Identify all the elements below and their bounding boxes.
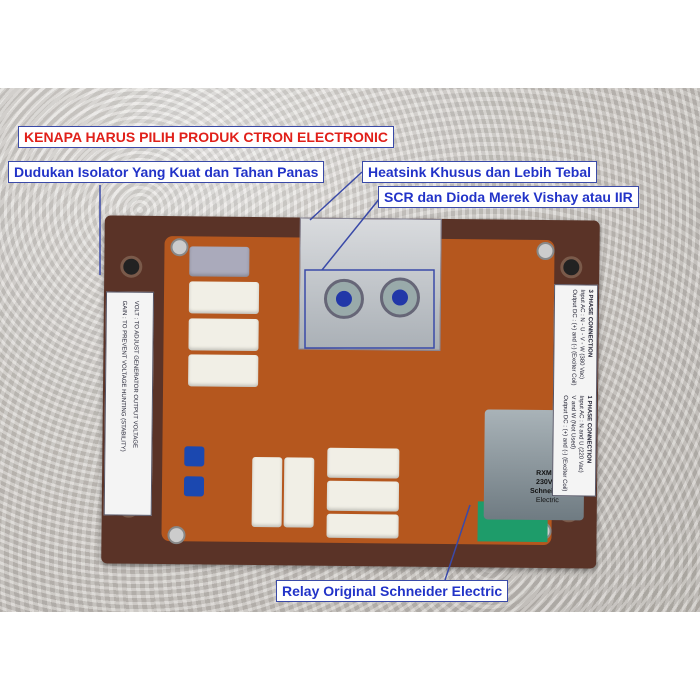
title-annotation: KENAPA HARUS PILIH PRODUK CTRON ELECTRON…: [18, 126, 395, 148]
scr-highlight-box: [304, 269, 435, 349]
heatsink-annotation: Heatsink Khusus dan Lebih Tebal: [362, 161, 598, 183]
scr-pointer: [321, 197, 381, 271]
relay-pointer: [444, 504, 471, 581]
bottom-band: [0, 612, 700, 700]
heatsink-pointer: [309, 171, 363, 221]
relay-annotation: Relay Original Schneider Electric: [276, 580, 509, 602]
isolator-annotation: Dudukan Isolator Yang Kuat dan Tahan Pan…: [8, 161, 325, 183]
top-band: [0, 0, 700, 88]
scr-annotation: SCR dan Dioda Merek Vishay atau IIR: [378, 186, 639, 208]
